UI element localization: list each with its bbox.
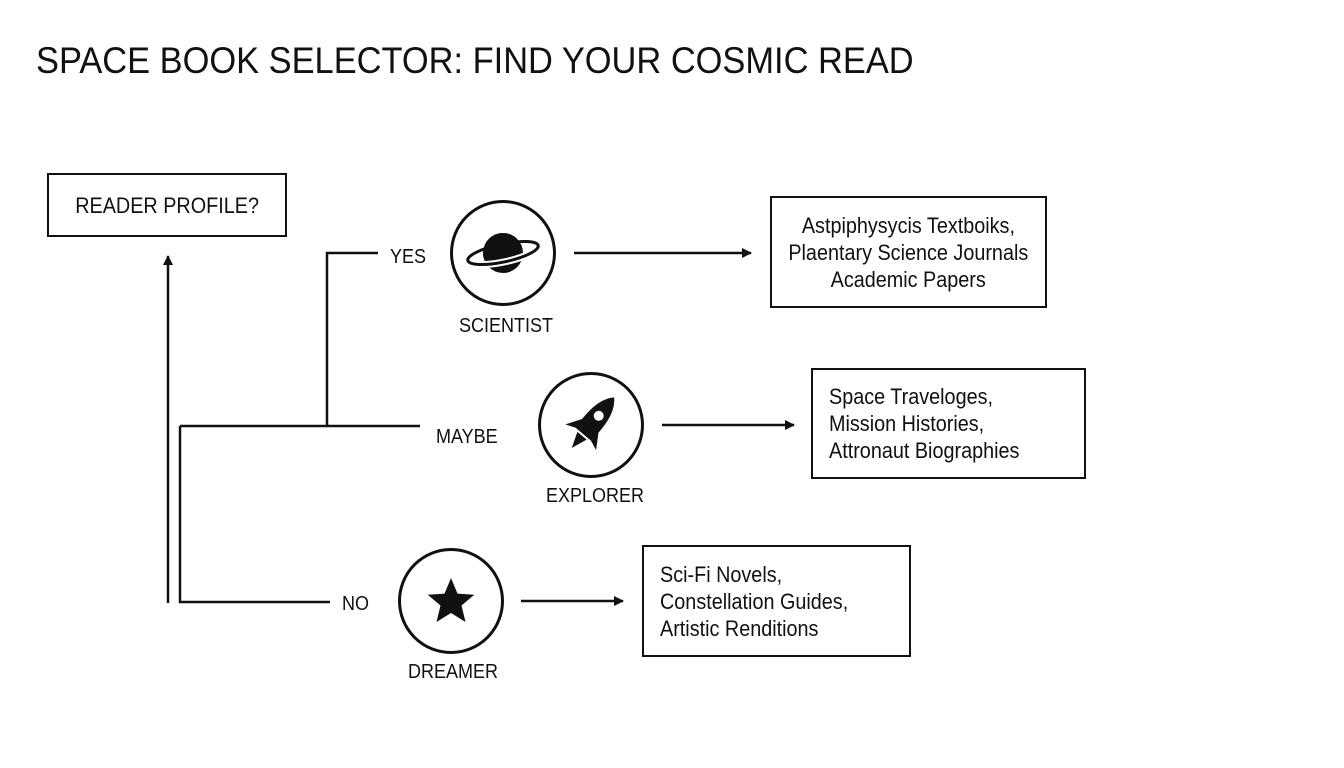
reader-profile-box: READER PROFILE? <box>47 173 287 237</box>
book-line: Space Traveloges, <box>829 384 994 409</box>
saturn-planet-icon <box>464 233 542 273</box>
dreamer-node <box>398 548 504 654</box>
page-title: SPACE BOOK SELECTOR: FIND YOUR COSMIC RE… <box>36 40 914 81</box>
persona-label-dreamer: DREAMER <box>408 661 499 683</box>
dreamer-books-box: Sci-Fi Novels, Constellation Guides, Art… <box>642 545 911 657</box>
book-line: Sci-Fi Novels, <box>660 561 783 587</box>
book-line: Mission Histories, <box>829 411 985 436</box>
scientist-node <box>450 200 556 306</box>
branch-label-maybe: MAYBE <box>436 426 498 448</box>
persona-label-scientist: SCIENTIST <box>459 315 554 337</box>
branch-label-yes: YES <box>390 246 427 268</box>
book-line: Academic Papers <box>830 266 987 292</box>
branch-label-no: NO <box>342 593 369 615</box>
book-line: Attronaut Biographies <box>829 438 1020 463</box>
explorer-books-box: Space Traveloges, Mission Histories, Att… <box>811 368 1086 479</box>
explorer-node <box>538 372 644 478</box>
star-icon <box>427 578 475 622</box>
persona-label-explorer: EXPLORER <box>546 485 645 507</box>
book-line: Constellation Guides, <box>660 588 849 614</box>
connector-yes <box>325 251 378 426</box>
book-line: Astpiphysycis Textboiks, <box>801 212 1016 238</box>
reader-profile-label: READER PROFILE? <box>75 192 259 218</box>
scientist-books-box: Astpiphysycis Textboiks, Plaentary Scien… <box>770 196 1047 308</box>
connector-no <box>178 426 330 604</box>
book-line: Plaentary Science Journals <box>788 239 1029 265</box>
book-line: Artistic Renditions <box>660 615 819 641</box>
rocket-icon <box>565 397 615 451</box>
